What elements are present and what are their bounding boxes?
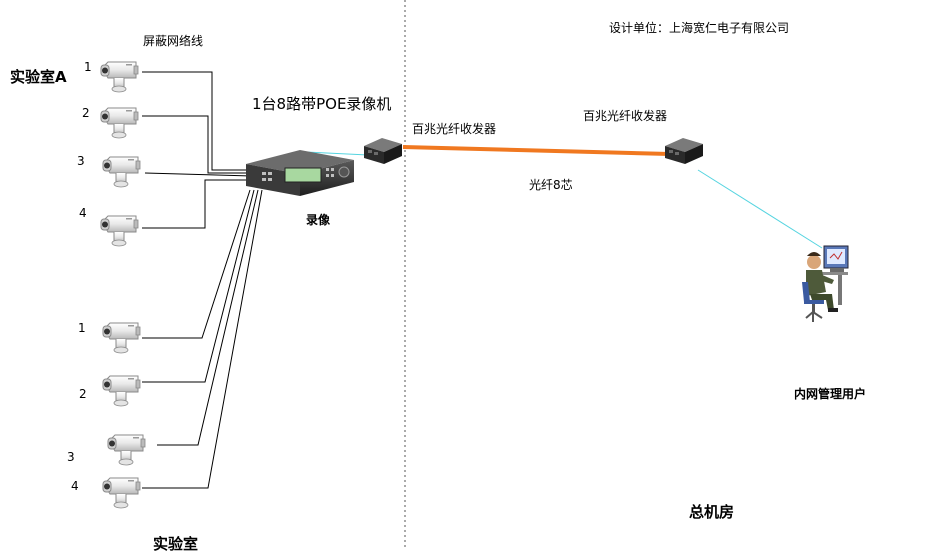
- camera-number: 4: [79, 206, 87, 220]
- camera-number: 3: [77, 154, 85, 168]
- fiber-transceiver-icon: [364, 138, 402, 164]
- computer-user-icon: [802, 245, 849, 322]
- cable-label: 屏蔽网络线: [143, 34, 204, 48]
- cable-camera-wires: [142, 71, 263, 489]
- lab-a-label: 实验室A: [10, 68, 67, 86]
- fiber-label: 光纤8芯: [529, 178, 573, 192]
- user-label: 内网管理用户: [794, 387, 867, 401]
- ethernet-dvr-link: [305, 151, 369, 156]
- camera-number: 3: [67, 450, 75, 464]
- machine-room-label: 总机房: [689, 503, 735, 521]
- lab-bottom-label: 实验室: [153, 535, 199, 553]
- bullet-camera-icon: [100, 107, 139, 139]
- bullet-camera-icon: [107, 434, 146, 466]
- camera-number: 2: [79, 387, 87, 401]
- camera-number: 1: [84, 60, 92, 74]
- dvr-caption: 录像: [306, 213, 331, 227]
- bullet-camera-icon: [100, 215, 139, 247]
- camera-number: 4: [71, 479, 79, 493]
- camera-number: 2: [82, 106, 90, 120]
- bullet-camera-icon: [102, 322, 141, 354]
- bullet-camera-icon: [102, 477, 141, 509]
- bullet-camera-icon: [102, 375, 141, 407]
- bullet-camera-icon: [100, 61, 139, 93]
- bullet-camera-icon: [102, 156, 141, 188]
- fiber-link: [402, 145, 671, 156]
- transceiver-left-label: 百兆光纤收发器: [412, 122, 497, 136]
- transceiver-right-label: 百兆光纤收发器: [583, 109, 668, 123]
- camera-group: [100, 61, 146, 509]
- fiber-transceiver-icon: [665, 138, 703, 164]
- camera-number: 1: [78, 321, 86, 335]
- designer-label: 设计单位：上海宽仁电子有限公司: [609, 21, 790, 35]
- dvr-title: 1台8路带POE录像机: [252, 95, 392, 113]
- ethernet-user-link: [697, 169, 823, 249]
- dvr-device-icon: [246, 150, 354, 196]
